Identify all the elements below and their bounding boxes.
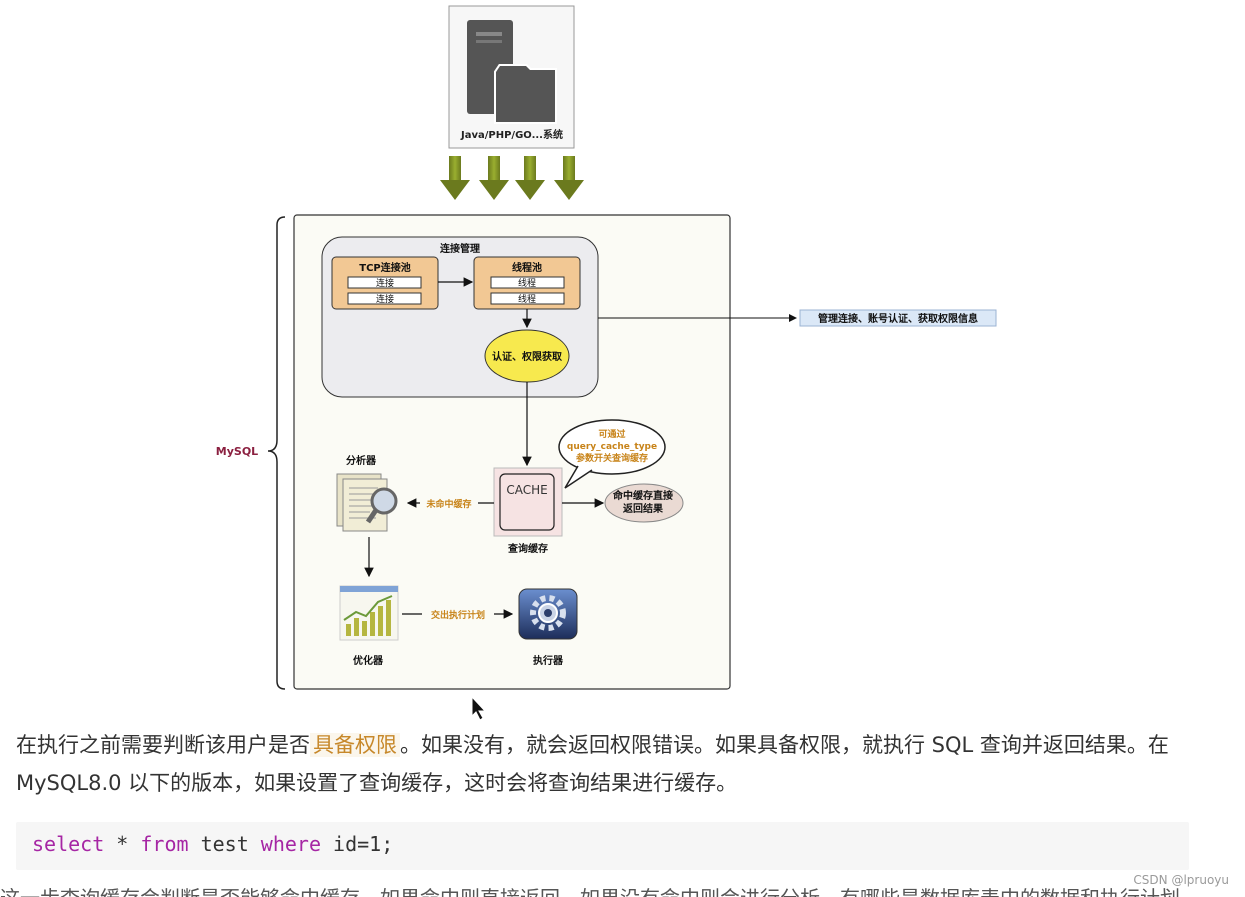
csdn-watermark: CSDN @lpruoyu — [1133, 873, 1229, 887]
mysql-label: MySQL — [216, 445, 258, 458]
code-keyword: from — [140, 832, 189, 856]
cache-hit-node — [604, 483, 684, 523]
right-note-box — [799, 309, 997, 327]
client-system: Java/PHP/GO...系统 — [448, 5, 575, 149]
cut-off-text: 这一步查询缓存会判断是否能够命中缓存，如果命中则直接返回，如果没有命中则会进行分… — [0, 888, 1245, 897]
tcp-item: 连接 — [376, 293, 394, 305]
cache-box-label: CACHE — [506, 483, 547, 497]
thread-pool: 线程池 线程 线程 — [473, 256, 581, 310]
optimizer-label: 优化器 — [353, 654, 384, 667]
svg-text:命中缓存直接: 命中缓存直接 — [612, 489, 673, 502]
down-arrow-icon — [479, 156, 509, 200]
client-label: Java/PHP/GO...系统 — [460, 128, 563, 141]
tcp-item: 连接 — [376, 277, 394, 289]
down-arrow-icon — [440, 156, 470, 200]
optimizer: 优化器 — [339, 585, 399, 667]
right-note: 管理连接、账号认证、获取权限信息 — [818, 312, 978, 325]
server-icon — [467, 20, 557, 124]
code-token: * — [104, 832, 141, 856]
cache-label: 查询缓存 — [507, 542, 548, 555]
code-line: select * from test where id=1; — [32, 832, 393, 856]
thread-pool-label: 线程池 — [512, 261, 542, 274]
analyzer: 分析器 — [336, 454, 398, 532]
connection-management: 连接管理 TCP连接池 连接 连接 线程池 线程 线程 认证、权限获取 — [321, 236, 599, 398]
code-token: test — [188, 832, 261, 856]
executor-label: 执行器 — [533, 654, 564, 667]
svg-text:返回结果: 返回结果 — [623, 502, 664, 515]
document-search-icon — [336, 473, 398, 532]
thread-item: 线程 — [518, 293, 536, 305]
para-text-after: 。如果没有，就会返回权限错误。如果具备权限，就执行 SQL 查询并返回结果。在 … — [16, 733, 1169, 795]
tcp-connection-pool: TCP连接池 连接 连接 — [331, 256, 439, 310]
mouse-cursor-icon — [471, 695, 487, 720]
request-arrows — [440, 156, 584, 200]
mysql-architecture-diagram: Java/PHP/GO...系统 MySQL 连接管理 TCP连接池 连接 连接 — [216, 5, 997, 720]
svg-text:可通过: 可通过 — [598, 428, 625, 440]
gear-icon — [518, 588, 578, 640]
down-arrow-icon — [515, 156, 545, 200]
code-token: id=1; — [321, 832, 394, 856]
thread-item: 线程 — [518, 277, 536, 289]
highlight-inline-code: 具备权限 — [310, 733, 400, 757]
code-block: select * from test where id=1; — [16, 822, 1189, 870]
svg-text:参数开关查询缓存: 参数开关查询缓存 — [576, 452, 648, 464]
mysql-bracket — [267, 216, 286, 690]
code-keyword: select — [32, 832, 105, 856]
analyzer-label: 分析器 — [346, 454, 377, 467]
para-text-before: 在执行之前需要判断该用户是否 — [16, 733, 310, 757]
chart-icon — [339, 585, 399, 641]
code-keyword: where — [260, 832, 322, 856]
tcp-pool-label: TCP连接池 — [359, 261, 411, 274]
svg-text:query_cache_type: query_cache_type — [567, 442, 657, 452]
query-cache: CACHE 查询缓存 — [493, 467, 563, 555]
down-arrow-icon — [554, 156, 584, 200]
conn-mgmt-title: 连接管理 — [440, 242, 480, 255]
auth-label: 认证、权限获取 — [492, 350, 563, 363]
body-paragraph: 在执行之前需要判断该用户是否具备权限。如果没有，就会返回权限错误。如果具备权限，… — [16, 726, 1201, 802]
executor: 执行器 — [518, 588, 578, 667]
callout-bubble: 可通过 query_cache_type 参数开关查询缓存 — [558, 419, 666, 489]
cache-miss-label: 未命中缓存 — [425, 498, 471, 510]
plan-label: 交出执行计划 — [431, 609, 485, 621]
